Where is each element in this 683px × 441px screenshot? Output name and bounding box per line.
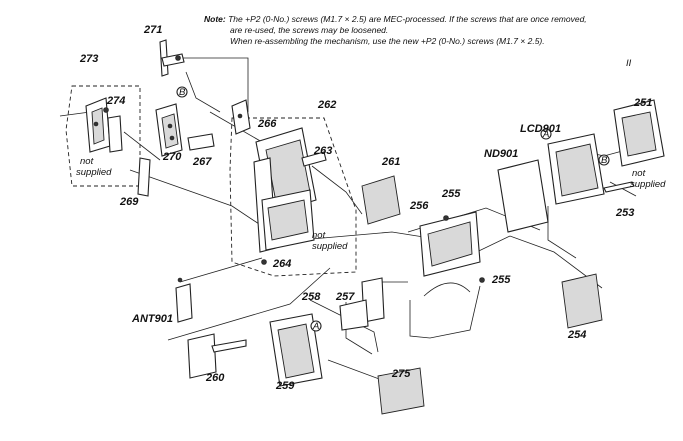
leader-line [59, 111, 91, 117]
leader-line [409, 285, 481, 339]
part-label-261: 261 [381, 156, 400, 168]
leader-line [179, 257, 263, 283]
part-267 [187, 133, 215, 151]
part-273 [85, 97, 123, 153]
not-supplied-left: supplied [76, 167, 112, 178]
part-label-255: 255 [491, 274, 511, 286]
part-label-271: 271 [143, 24, 162, 36]
part-label-257: 257 [335, 291, 355, 303]
part-label-253: 253 [615, 207, 634, 219]
callout-b [598, 154, 610, 166]
not-supplied-right: supplied [630, 179, 666, 190]
not-supplied-left: not [80, 156, 94, 167]
corner-mark: II [626, 58, 632, 69]
part-275 [377, 367, 425, 415]
leader-line [311, 165, 363, 215]
part-253 [603, 181, 635, 193]
part-label-258: 258 [301, 291, 321, 303]
part-label-264: 264 [272, 258, 291, 270]
leader-line [423, 282, 471, 297]
part-264 [261, 259, 267, 265]
note-line-1: The +P2 (0-No.) screws (M1.7 × 2.5) are … [228, 14, 587, 24]
group-273-outline [65, 85, 141, 187]
group-262-outline [229, 117, 357, 277]
part-lcd901 [547, 133, 605, 205]
part-label-260: 260 [205, 372, 225, 384]
leader-line [547, 206, 577, 259]
part-269 [137, 157, 151, 197]
note-line-3: When re-assembling the mechanism, use th… [230, 36, 545, 46]
callout-a-label: A [542, 129, 549, 140]
callout-a [540, 128, 552, 140]
part-271 [159, 39, 185, 77]
part-label-269: 269 [119, 196, 139, 208]
part-label-nd901: ND901 [484, 148, 518, 160]
part-label-254: 254 [567, 329, 586, 341]
part-label-270: 270 [162, 151, 182, 163]
part-label-267: 267 [192, 156, 212, 168]
part-263 [301, 151, 327, 167]
part-label-274: 274 [106, 95, 125, 107]
part-258 [339, 299, 369, 331]
part-label-263: 263 [313, 145, 332, 157]
callout-b-label: B [179, 87, 186, 98]
part-label-255: 255 [441, 188, 461, 200]
part-ant901 [175, 277, 193, 323]
not-supplied-center: supplied [312, 241, 348, 252]
part-label-256: 256 [409, 200, 429, 212]
callout-b [176, 86, 188, 98]
part-270 [155, 103, 183, 157]
part-257 [339, 277, 385, 331]
not-supplied-center: not [312, 230, 326, 241]
leader-line [167, 267, 331, 341]
part-nd901 [419, 159, 549, 283]
part-255 [479, 277, 485, 283]
part-label-251: 251 [633, 97, 652, 109]
part-266 [231, 99, 251, 135]
part-label-ant901: ANT901 [131, 313, 173, 325]
part-label-273: 273 [79, 53, 98, 65]
leader-lines [59, 57, 637, 391]
leader-line [609, 181, 637, 197]
leader-line [309, 299, 379, 353]
part-254 [561, 273, 603, 329]
part-label-262: 262 [317, 99, 336, 111]
screw-note: Note: The +P2 (0-No.) screws (M1.7 × 2.5… [204, 14, 674, 47]
part-label-266: 266 [257, 118, 277, 130]
callout-a-label: A [312, 321, 319, 332]
part-260 [187, 333, 247, 379]
part-261 [361, 175, 401, 225]
leader-line [459, 235, 603, 289]
callout-b-label: B [601, 155, 608, 166]
part-255 [443, 215, 449, 221]
part-251 [613, 99, 665, 167]
note-label: Note: [204, 14, 226, 24]
part-274 [103, 107, 109, 113]
leader-line [178, 57, 249, 112]
leader-line [123, 131, 161, 161]
part-label-lcd901: LCD901 [520, 123, 561, 135]
leader-line [299, 231, 431, 241]
part-label-275: 275 [391, 368, 411, 380]
part-label-259: 259 [275, 380, 295, 392]
leader-line [129, 169, 263, 227]
part-259 [269, 313, 323, 387]
callout-a [310, 320, 322, 332]
part-262-frame [253, 127, 327, 265]
leader-line [185, 71, 221, 113]
not-supplied-right: not [632, 168, 646, 179]
note-line-2: are re-used, the screws may be loosened. [230, 25, 389, 35]
